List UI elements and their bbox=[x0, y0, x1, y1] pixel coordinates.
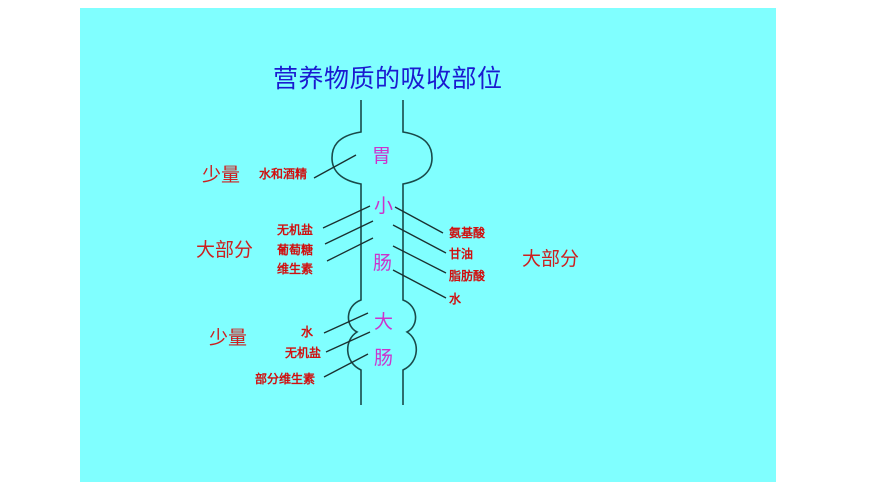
li-nutrient-water: 水 bbox=[301, 325, 314, 339]
si-nutrient-glucose: 葡萄糖 bbox=[277, 243, 314, 257]
si-nutrient-water: 水 bbox=[449, 292, 462, 306]
slide-background bbox=[80, 8, 776, 482]
si-nutrient-glycerol: 甘油 bbox=[449, 247, 474, 261]
si-nutrient-vitamin: 维生素 bbox=[277, 262, 314, 276]
pointer-li-inorganic-salt bbox=[325, 331, 371, 353]
tract-right-wall bbox=[402, 100, 433, 405]
organ-label-large-intestine-1: 大 bbox=[374, 311, 394, 333]
organ-label-stomach: 胃 bbox=[372, 145, 392, 167]
si-left-amount-label: 大部分 bbox=[196, 239, 254, 261]
pointer-stomach-water-alcohol bbox=[313, 154, 357, 179]
li-nutrient-inorganic-salt: 无机盐 bbox=[285, 346, 322, 360]
pointer-si-inorganic-salt bbox=[322, 205, 371, 229]
stomach-amount-label: 少量 bbox=[202, 164, 241, 186]
tract-left-wall bbox=[331, 100, 362, 405]
page-title: 营养物质的吸收部位 bbox=[273, 64, 503, 93]
si-nutrient-fatty-acid: 脂肪酸 bbox=[449, 269, 486, 283]
si-nutrient-inorganic-salt: 无机盐 bbox=[277, 223, 314, 237]
pointer-si-water bbox=[392, 269, 447, 299]
li-amount-label: 少量 bbox=[209, 327, 248, 349]
pointer-si-glycerol bbox=[392, 224, 447, 254]
stomach-nutrient-water-alcohol: 水和酒精 bbox=[259, 167, 308, 181]
organ-label-small-intestine-2: 肠 bbox=[373, 252, 393, 274]
pointer-li-vitamin bbox=[323, 353, 369, 378]
pointer-si-vitamin bbox=[326, 237, 374, 262]
li-nutrient-partial-vitamin: 部分维生素 bbox=[255, 372, 316, 386]
pointer-si-fatty-acid bbox=[392, 245, 447, 274]
organ-label-small-intestine-1: 小 bbox=[374, 195, 394, 217]
pointer-si-amino-acid bbox=[394, 206, 444, 234]
organ-label-large-intestine-2: 肠 bbox=[374, 347, 394, 369]
si-nutrient-amino-acid: 氨基酸 bbox=[449, 226, 486, 240]
si-right-amount-label: 大部分 bbox=[522, 248, 580, 270]
pointer-si-glucose bbox=[324, 220, 374, 245]
pointer-li-water bbox=[323, 312, 369, 334]
